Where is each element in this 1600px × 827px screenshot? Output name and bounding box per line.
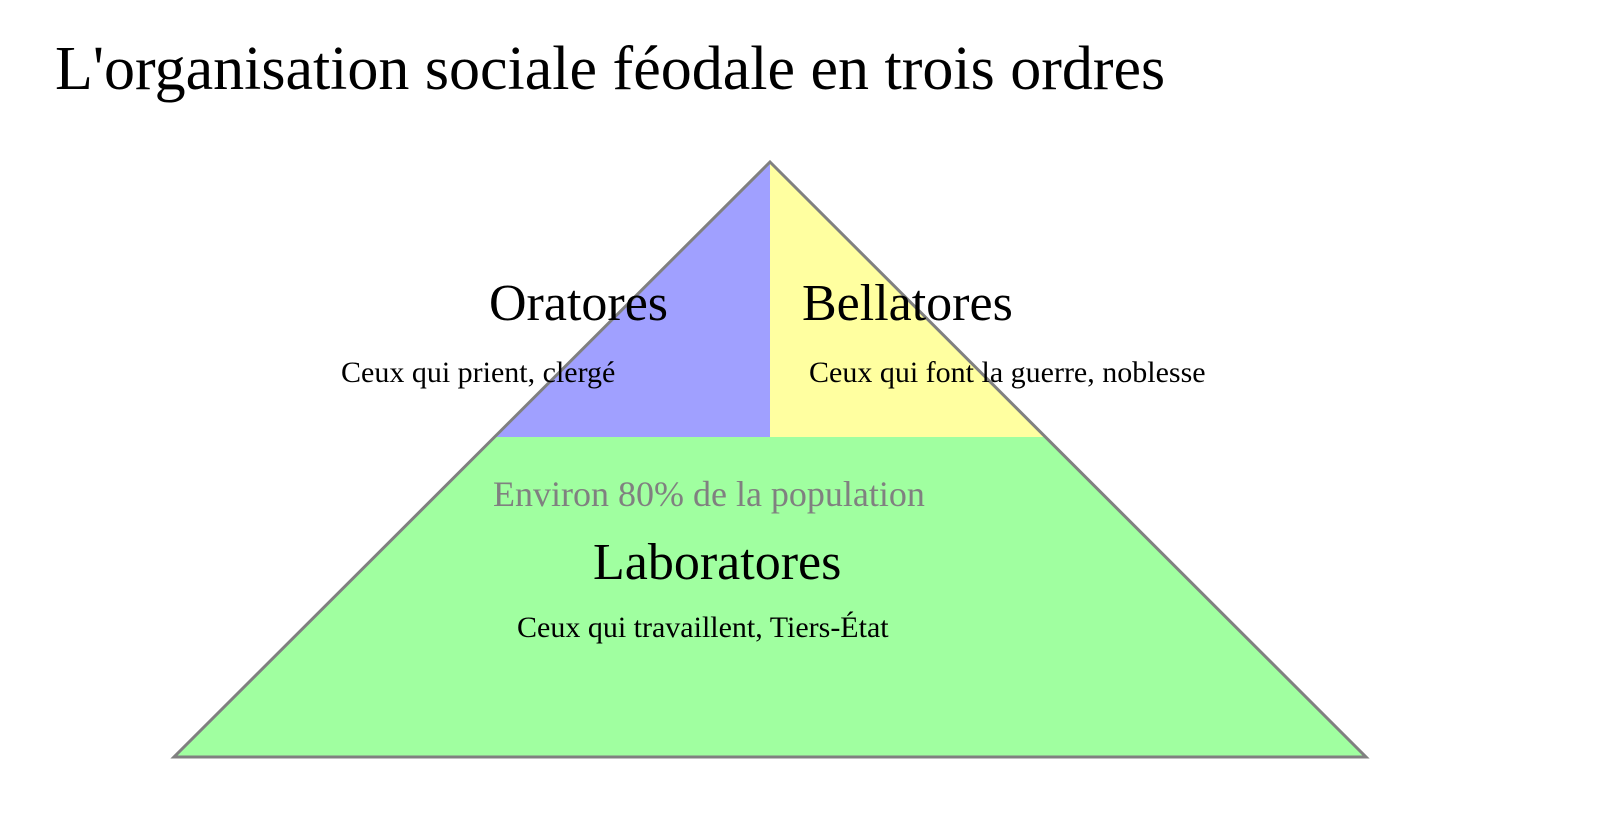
oratores-description: Ceux qui prient, clergé xyxy=(341,356,616,389)
laboratores-section xyxy=(174,437,1366,757)
diagram-title: L'organisation sociale féodale en trois … xyxy=(55,35,1166,103)
bellatores-label: Bellatores xyxy=(802,275,1013,332)
oratores-label: Oratores xyxy=(489,275,669,332)
bellatores-description: Ceux qui font la guerre, noblesse xyxy=(809,356,1206,389)
laboratores-label: Laboratores xyxy=(593,534,842,591)
pyramid-outline xyxy=(170,159,1370,759)
laboratores-description: Ceux qui travaillent, Tiers-État xyxy=(517,611,889,644)
population-note: Environ 80% de la population xyxy=(493,474,925,514)
